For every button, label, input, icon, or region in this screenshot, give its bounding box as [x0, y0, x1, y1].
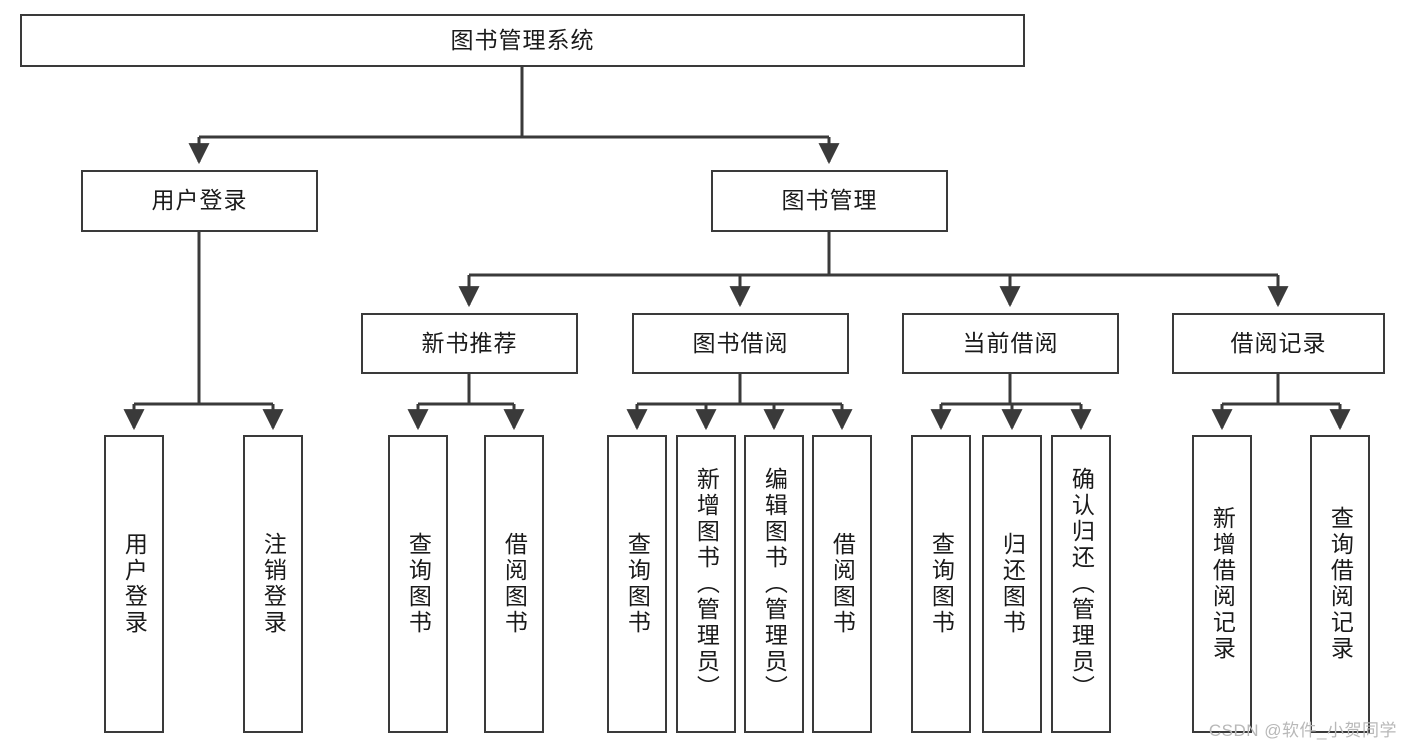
watermark-text: CSDN @软件_小贺同学 — [1208, 721, 1397, 740]
node-leaf-borrow-book-1[interactable]: 借阅图书 — [484, 435, 544, 733]
node-leaf-edit-book-admin[interactable]: 编辑图书（管理员） — [744, 435, 804, 733]
node-new-book-recommend-label: 新书推荐 — [421, 329, 518, 356]
node-leaf-return-book[interactable]: 归还图书 — [982, 435, 1042, 733]
node-leaf-query-borrow-record[interactable]: 查询借阅记录 — [1310, 435, 1370, 733]
node-borrow-record-label: 借阅记录 — [1230, 329, 1327, 356]
node-user-login-label: 用户登录 — [151, 187, 248, 214]
node-book-management-label: 图书管理 — [781, 187, 878, 214]
node-leaf-borrow-book-2[interactable]: 借阅图书 — [812, 435, 872, 733]
node-borrow-record[interactable]: 借阅记录 — [1172, 313, 1385, 374]
node-leaf-user-logout-label: 注销登录 — [260, 532, 287, 636]
node-user-login[interactable]: 用户登录 — [81, 170, 318, 232]
node-leaf-borrow-book-1-label: 借阅图书 — [501, 532, 528, 636]
node-leaf-confirm-return-admin[interactable]: 确认归还（管理员） — [1051, 435, 1111, 733]
node-book-borrow[interactable]: 图书借阅 — [632, 313, 849, 374]
node-leaf-borrow-book-2-label: 借阅图书 — [829, 532, 856, 636]
node-root-system-label: 图书管理系统 — [450, 26, 595, 53]
node-leaf-query-book-3-label: 查询图书 — [928, 532, 955, 636]
node-book-management[interactable]: 图书管理 — [711, 170, 948, 232]
node-leaf-user-login-label: 用户登录 — [121, 532, 148, 636]
node-leaf-query-book-2[interactable]: 查询图书 — [607, 435, 667, 733]
node-new-book-recommend[interactable]: 新书推荐 — [361, 313, 578, 374]
node-leaf-user-login[interactable]: 用户登录 — [104, 435, 164, 733]
node-current-borrow-label: 当前借阅 — [962, 329, 1059, 356]
node-leaf-confirm-return-admin-label: 确认归还（管理员） — [1068, 467, 1095, 701]
node-leaf-return-book-label: 归还图书 — [999, 532, 1026, 636]
node-leaf-query-book-3[interactable]: 查询图书 — [911, 435, 971, 733]
node-current-borrow[interactable]: 当前借阅 — [902, 313, 1119, 374]
node-book-borrow-label: 图书借阅 — [692, 329, 789, 356]
node-leaf-user-logout[interactable]: 注销登录 — [243, 435, 303, 733]
node-leaf-query-book-1[interactable]: 查询图书 — [388, 435, 448, 733]
node-leaf-query-book-2-label: 查询图书 — [624, 532, 651, 636]
node-leaf-query-borrow-record-label: 查询借阅记录 — [1327, 506, 1354, 662]
node-leaf-add-book-admin-label: 新增图书（管理员） — [693, 467, 720, 701]
node-leaf-edit-book-admin-label: 编辑图书（管理员） — [761, 467, 788, 701]
node-leaf-add-book-admin[interactable]: 新增图书（管理员） — [676, 435, 736, 733]
node-leaf-add-borrow-record[interactable]: 新增借阅记录 — [1192, 435, 1252, 733]
node-leaf-query-book-1-label: 查询图书 — [405, 532, 432, 636]
node-leaf-add-borrow-record-label: 新增借阅记录 — [1209, 506, 1236, 662]
node-root-system[interactable]: 图书管理系统 — [20, 14, 1025, 67]
